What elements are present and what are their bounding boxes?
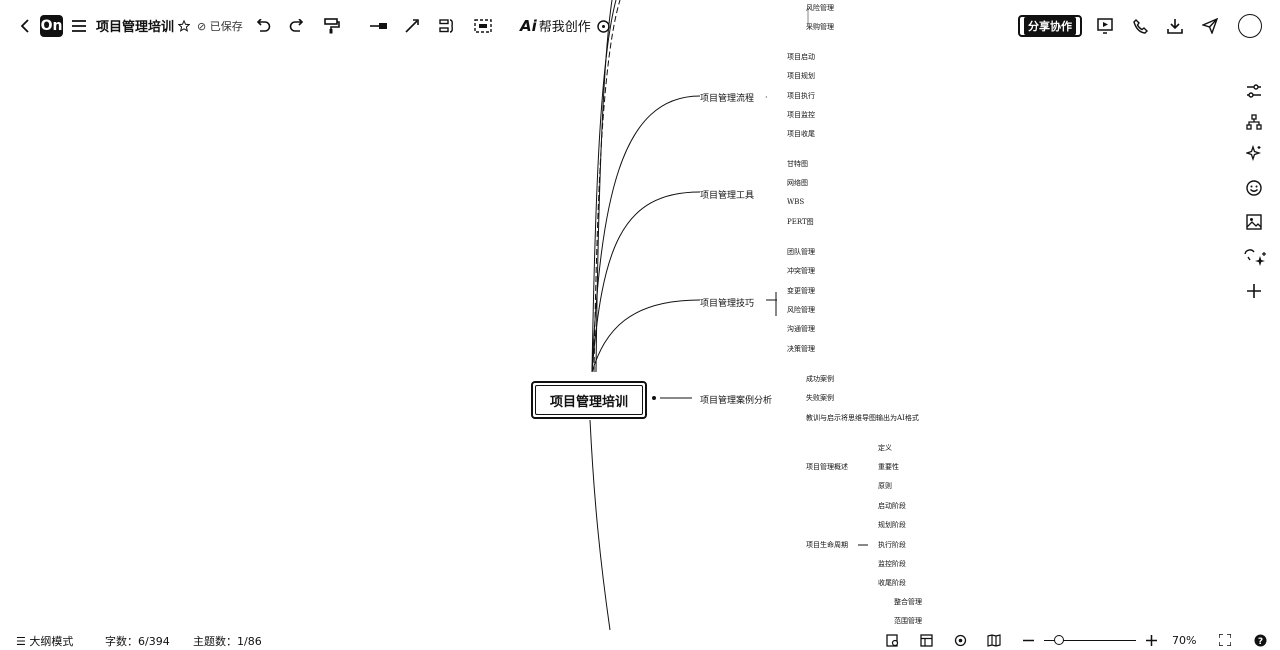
outline-mode-button[interactable]: ☰ 大纲模式 <box>16 633 73 649</box>
share-label: 分享协作 <box>1024 17 1076 35</box>
branch-cases[interactable]: 项目管理案例分析 <box>700 396 773 406</box>
zoom-level[interactable]: 70% <box>1172 634 1197 647</box>
leaf-lifecycle[interactable]: 执行阶段 <box>878 541 906 549</box>
outline-icon: ☰ <box>16 635 26 648</box>
redo-icon[interactable] <box>288 16 306 36</box>
undo-icon[interactable] <box>254 16 272 36</box>
leaf-tools[interactable]: WBS <box>787 198 805 206</box>
leaf-lifecycle[interactable]: 启动阶段 <box>878 502 906 510</box>
leaf-process[interactable]: 项目执行 <box>787 92 815 100</box>
relationship-line-icon[interactable] <box>403 16 421 36</box>
save-status: ⊘ 已保存 <box>197 18 243 34</box>
leaf-overview[interactable]: 原则 <box>878 482 892 490</box>
collapse-dot[interactable]: · <box>765 93 768 102</box>
leaf-overview[interactable]: 重要性 <box>878 463 899 471</box>
help-icon[interactable]: ? <box>1252 632 1268 648</box>
summary-brace-icon[interactable] <box>438 16 456 36</box>
leaf-process[interactable]: 项目启动 <box>787 53 815 61</box>
map-icon[interactable] <box>986 632 1002 648</box>
leaf-cases[interactable]: 失败案例 <box>806 394 834 402</box>
leaf-skills[interactable]: 冲突管理 <box>787 267 815 275</box>
save-status-text: 已保存 <box>209 20 243 33</box>
ai-settings-icon[interactable] <box>595 18 611 34</box>
download-icon[interactable] <box>1166 16 1184 36</box>
send-icon[interactable] <box>1201 16 1219 36</box>
leaf-skills[interactable]: 风险管理 <box>787 306 815 314</box>
ai-create-text: 帮我创作 <box>538 20 591 35</box>
back-icon[interactable] <box>16 16 34 36</box>
format-painter-icon[interactable] <box>323 16 341 36</box>
menu-icon[interactable] <box>70 16 88 36</box>
root-topic-label: 项目管理培训 <box>549 394 628 410</box>
branch-process[interactable]: 项目管理流程 <box>700 94 755 104</box>
leaf-knowledge-area[interactable]: 范围管理 <box>894 617 922 625</box>
leaf-knowledge-area[interactable]: 整合管理 <box>894 598 922 606</box>
topic-count: 主题数：1/86 <box>193 635 262 648</box>
note-panel-icon[interactable] <box>884 632 900 648</box>
zoom-slider-handle[interactable] <box>1054 635 1064 645</box>
star-icon[interactable] <box>177 18 191 34</box>
insert-subtopic-icon[interactable] <box>369 16 389 36</box>
user-avatar[interactable] <box>1238 14 1262 38</box>
word-count: 字数：6/394 <box>105 635 170 648</box>
root-topic[interactable]: 项目管理培训 <box>531 381 647 419</box>
leaf-lifecycle[interactable]: 监控阶段 <box>878 560 906 568</box>
document-title[interactable]: 项目管理培训 <box>96 20 175 35</box>
leaf-skills[interactable]: 决策管理 <box>787 345 815 353</box>
presentation-icon[interactable] <box>1096 16 1114 36</box>
leaf-skills[interactable]: 变更管理 <box>787 287 815 295</box>
phone-icon[interactable] <box>1131 16 1149 36</box>
node-overview[interactable]: 项目管理概述 <box>806 463 848 471</box>
style-settings-icon[interactable] <box>1245 82 1263 100</box>
app-logo[interactable]: On <box>40 15 63 37</box>
leaf-skills[interactable]: 团队管理 <box>787 248 815 256</box>
theme-sparkle-icon[interactable] <box>1245 144 1263 162</box>
check-circle-icon: ⊘ <box>197 20 207 33</box>
zoom-out-icon[interactable] <box>1021 632 1035 648</box>
fullscreen-icon[interactable] <box>1217 632 1233 648</box>
leaf-overview[interactable]: 定义 <box>878 444 892 452</box>
leaf-cases[interactable]: 教训与启示将思维导图输出为AI格式 <box>806 414 919 422</box>
outline-mode-label: 大纲模式 <box>29 635 74 648</box>
zoom-slider[interactable] <box>1044 640 1136 641</box>
leaf-skills[interactable]: 沟通管理 <box>787 325 815 333</box>
image-icon[interactable] <box>1245 213 1263 231</box>
locate-icon[interactable] <box>952 632 968 648</box>
leaf-tools[interactable]: PERT图 <box>787 218 814 226</box>
leaf-tools[interactable]: 甘特图 <box>787 160 808 168</box>
svg-text:?: ? <box>1257 637 1262 647</box>
layout-panel-icon[interactable] <box>918 632 934 648</box>
leaf-lifecycle[interactable]: 收尾阶段 <box>878 579 906 587</box>
share-collaborate-button[interactable]: 分享协作 <box>1018 15 1082 37</box>
branch-tools[interactable]: 项目管理工具 <box>700 191 755 201</box>
zoom-in-icon[interactable] <box>1144 632 1158 648</box>
leaf-cases[interactable]: 成功案例 <box>806 375 834 383</box>
branch-skills[interactable]: 项目管理技巧 <box>700 299 755 309</box>
leaf-process[interactable]: 项目规划 <box>787 72 815 80</box>
emoji-icon[interactable] <box>1245 179 1263 197</box>
leaf-process[interactable]: 项目收尾 <box>787 130 815 138</box>
structure-icon[interactable] <box>1245 113 1263 131</box>
status-bar: ☰ 大纲模式 字数：6/394 主题数：1/86 <box>0 628 1280 650</box>
boundary-frame-icon[interactable] <box>474 16 492 36</box>
leaf-lifecycle[interactable]: 规划阶段 <box>878 521 906 529</box>
node-lifecycle[interactable]: 项目生命周期 <box>806 541 848 549</box>
leaf-tools[interactable]: 网络图 <box>787 179 808 187</box>
leaf-process[interactable]: 项目监控 <box>787 111 815 119</box>
leaf-procurement-partial[interactable]: 采购管理 <box>806 23 834 31</box>
ai-magic-icon[interactable] <box>1243 248 1267 268</box>
leaf-risk-partial[interactable]: 风险管理 <box>806 4 834 12</box>
add-icon[interactable] <box>1245 282 1263 300</box>
ai-label: Ai <box>520 17 537 35</box>
